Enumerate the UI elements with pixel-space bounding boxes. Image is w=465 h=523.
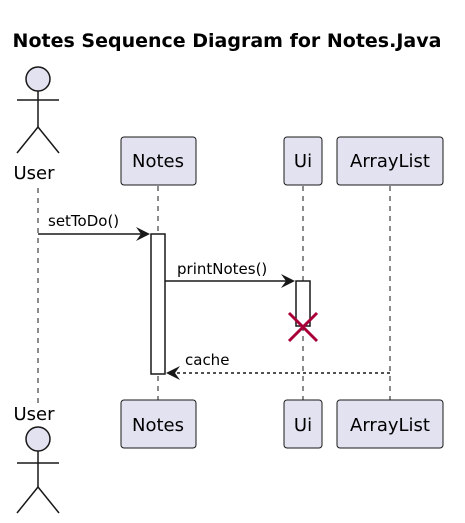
arrowhead-cache (166, 366, 180, 380)
actor-user-bottom (16, 426, 60, 514)
participant-box-ui-bottom (283, 399, 323, 449)
lifelines (37, 186, 391, 405)
arrowhead-printnotes (281, 274, 295, 288)
message-label-cache: cache (185, 351, 229, 369)
participant-box-ui-top (283, 136, 323, 186)
participant-box-notes-top (120, 136, 197, 186)
participant-box-notes-bottom (120, 399, 197, 449)
message-label-printnotes: printNotes() (177, 260, 267, 278)
activation-bar-ui (295, 280, 311, 327)
diagram-title: Notes Sequence Diagram for Notes.Java (13, 30, 442, 52)
message-label-settodo: setToDo() (48, 212, 119, 230)
actor-head (25, 426, 51, 452)
participant-label-arraylist-bottom: ArrayList (350, 415, 430, 436)
participant-label-ui-top: Ui (294, 151, 312, 172)
actor-user-top (16, 66, 60, 154)
participant-label-notes-top: Notes (132, 151, 184, 172)
participant-label-ui-bottom: Ui (294, 415, 312, 436)
participant-box-arraylist-bottom (336, 399, 444, 449)
actor-head (25, 66, 51, 92)
participant-box-arraylist-top (336, 136, 444, 186)
actor-label-user-bottom: User (13, 404, 55, 425)
activation-bar-notes (150, 233, 166, 375)
participant-label-notes-bottom: Notes (132, 415, 184, 436)
actor-label-user-top: User (13, 163, 55, 184)
participant-label-arraylist-top: ArrayList (350, 151, 430, 172)
arrowhead-settodo (136, 227, 150, 241)
destroy-mark-ui (287, 311, 319, 343)
